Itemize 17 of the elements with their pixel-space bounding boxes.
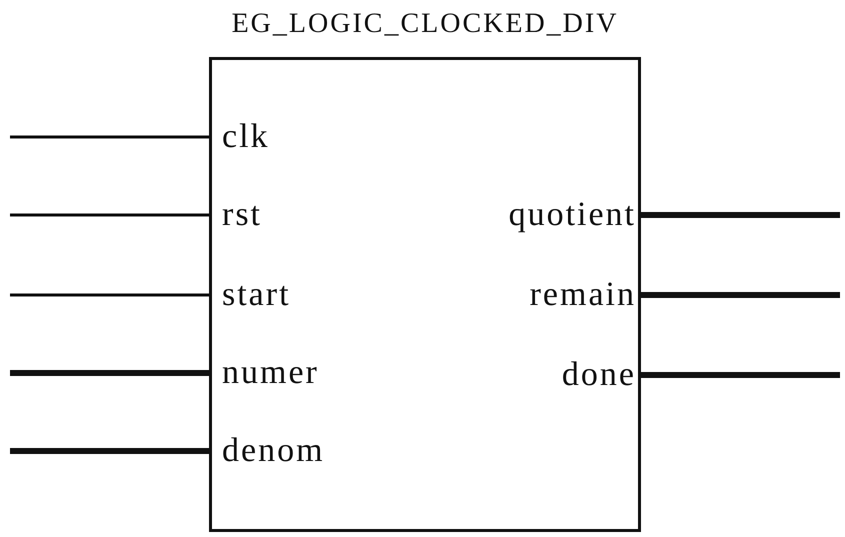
port-label: clk: [209, 117, 409, 157]
signal-line: [10, 294, 209, 296]
signal-line: [641, 212, 840, 218]
port-label: denom: [209, 431, 409, 471]
port-label: rst: [209, 195, 409, 235]
signal-line: [10, 370, 209, 376]
signal-line: [641, 372, 840, 378]
port-label: quotient: [441, 195, 641, 235]
port-label: numer: [209, 353, 409, 393]
signal-line: [641, 292, 840, 298]
port-label: remain: [441, 275, 641, 315]
port-label: start: [209, 275, 409, 315]
block-title: EG_LOGIC_CLOCKED_DIV: [232, 8, 618, 40]
port-label: done: [441, 355, 641, 395]
signal-line: [10, 136, 209, 138]
signal-line: [10, 448, 209, 454]
signal-line: [10, 214, 209, 216]
